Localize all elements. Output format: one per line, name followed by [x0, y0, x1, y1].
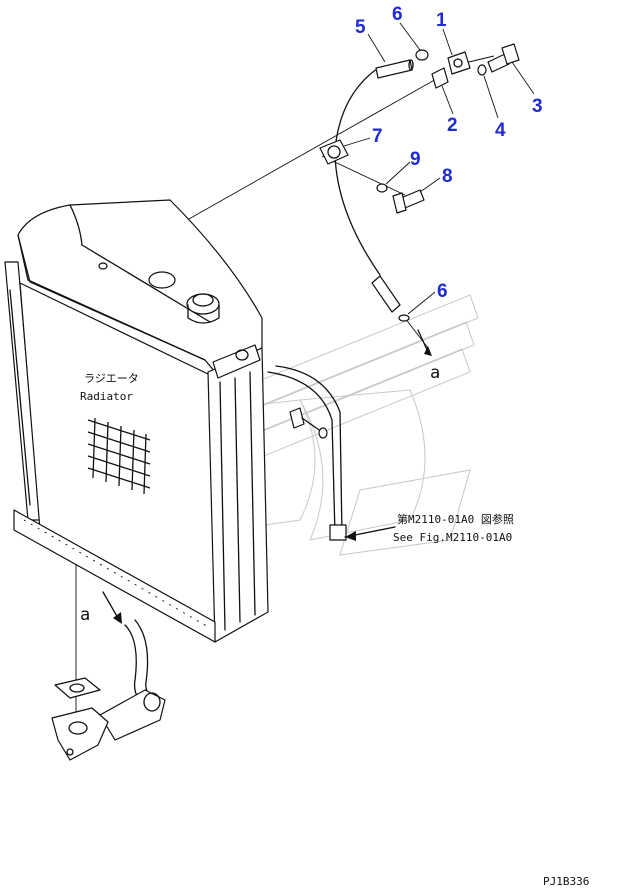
- part-6-clamp: [415, 49, 429, 61]
- part-8-bolt: [392, 189, 425, 214]
- part-5-hose-sleeve: [375, 59, 414, 79]
- callout-4: 4: [495, 120, 506, 141]
- callout-9: 9: [410, 149, 421, 170]
- part-1-elbow: [447, 51, 471, 75]
- reference-note-jp: 第M2110-01A0 図参照: [397, 512, 514, 526]
- callout-8: 8: [442, 166, 453, 187]
- drawing-code: PJ1B336: [543, 875, 589, 888]
- part-9-washer: [376, 183, 388, 193]
- radiator: [4, 199, 269, 643]
- leader-clip-to-bolt: [321, 155, 406, 196]
- reference-note-en: See Fig.M2110-01A0: [393, 531, 512, 544]
- callout-5: 5: [355, 17, 366, 38]
- callout-1: 1: [436, 10, 447, 31]
- arrow-upper-a: [417, 329, 432, 356]
- arrow-reference: [344, 526, 396, 541]
- part-2-gasket: [431, 67, 449, 89]
- callout-numbers: 1 2 3 4 5 6 6 7 8 9: [343, 4, 543, 315]
- part-7-clip: [319, 139, 349, 165]
- callout-6-upper: 6: [392, 4, 403, 25]
- callout-2: 2: [447, 115, 458, 136]
- part-3-bolt: [487, 43, 520, 73]
- part-4-washer: [477, 64, 487, 76]
- lower-hose-sleeve: [371, 275, 410, 322]
- arrow-lower-a: [102, 591, 122, 624]
- radiator-label-en: Radiator: [80, 390, 133, 403]
- lower-gasket: [54, 677, 101, 699]
- overflow-hose: [267, 67, 381, 541]
- core-grid-marking: [87, 417, 151, 495]
- view-marker-upper: a: [430, 363, 440, 383]
- lower-flange: [51, 707, 109, 761]
- callout-3: 3: [532, 96, 543, 117]
- callout-7: 7: [372, 126, 383, 147]
- outlet-pipe: [99, 619, 166, 741]
- view-marker-lower: a: [80, 605, 90, 625]
- callout-6-lower: 6: [437, 281, 448, 302]
- side-mount-bolt: [289, 407, 328, 439]
- radiator-label-jp: ラジエータ: [84, 372, 139, 385]
